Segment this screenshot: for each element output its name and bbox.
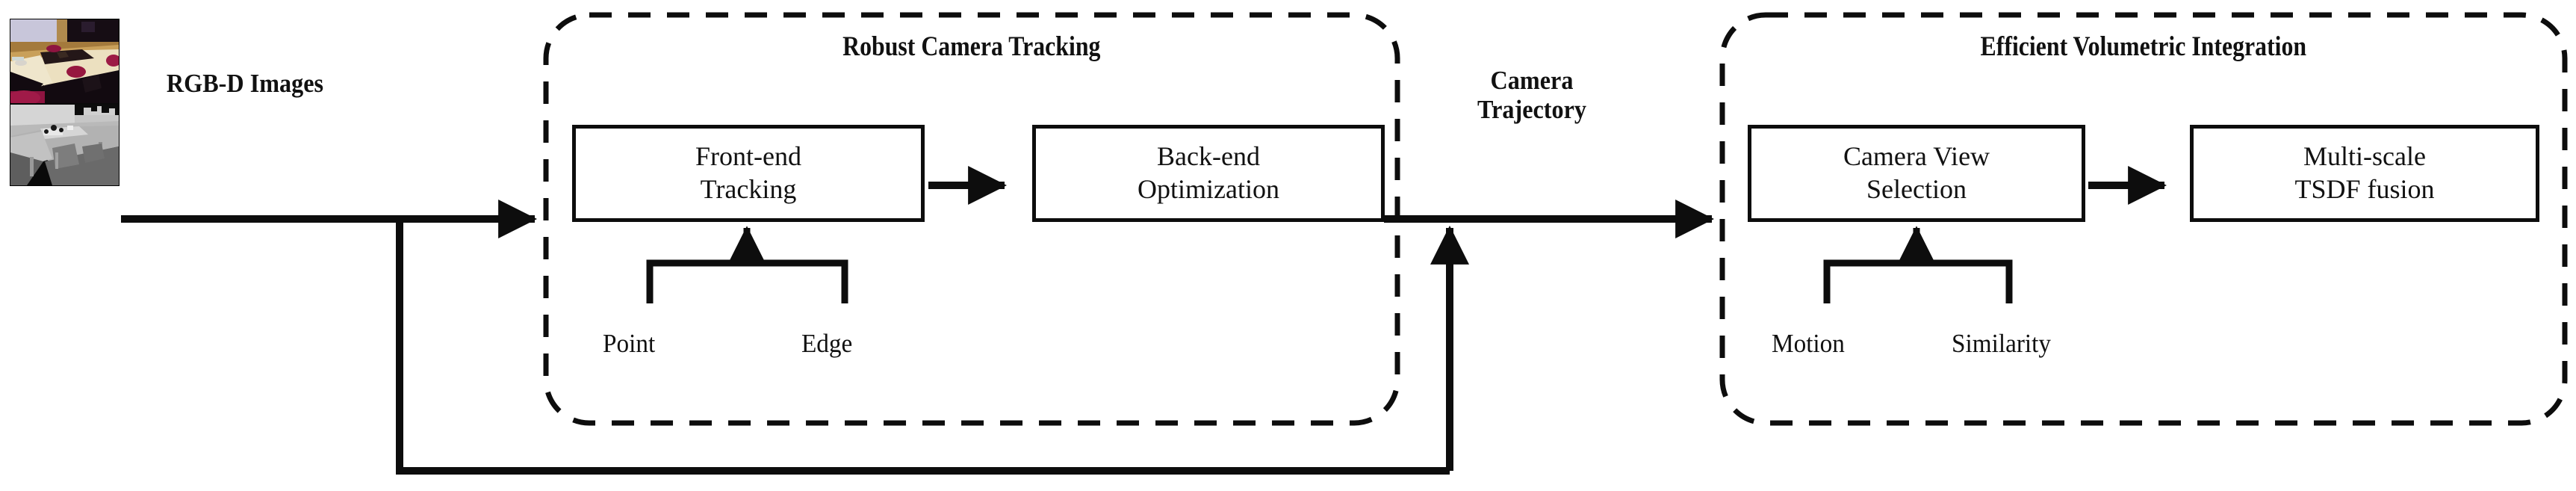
- box-line-1: Front-end: [695, 141, 801, 172]
- box-camera-view-selection-label: Camera View Selection: [1751, 129, 2082, 218]
- leaf-label-motion: Motion: [1772, 329, 1845, 358]
- panel-efficient-volumetric-integration-border: [1719, 12, 2568, 426]
- leaf-label-point: Point: [603, 329, 656, 358]
- box-back-end-optimization[interactable]: Back-end Optimization: [1032, 125, 1385, 222]
- rgbd-input-images: [10, 19, 119, 185]
- depth-grayscale-image: [10, 103, 119, 185]
- box-back-end-optimization-label: Back-end Optimization: [1036, 129, 1381, 218]
- camera-trajectory-line-2: Trajectory: [1477, 95, 1586, 125]
- leaf-label-edge: Edge: [801, 329, 853, 358]
- panel-title-robust-camera-tracking: Robust Camera Tracking: [842, 31, 1101, 62]
- flow-label-rgbd-images: RGB-D Images: [166, 69, 324, 98]
- box-camera-view-selection[interactable]: Camera View Selection: [1748, 125, 2085, 222]
- camera-trajectory-line-1: Camera: [1490, 66, 1574, 95]
- box-line-2: Optimization: [1138, 174, 1279, 204]
- feedback-loop-path: [396, 221, 1450, 475]
- box-front-end-tracking-label: Front-end Tracking: [576, 129, 921, 218]
- bracket-motion-similarity: [1823, 259, 2013, 303]
- box-line-2: TSDF fusion: [2294, 174, 2435, 204]
- box-multi-scale-tsdf-fusion-label: Multi-scale TSDF fusion: [2194, 129, 2536, 218]
- box-line-1: Multi-scale: [2303, 141, 2426, 172]
- flow-label-camera-trajectory: Camera Trajectory: [1409, 66, 1655, 124]
- leaf-label-similarity: Similarity: [1952, 329, 2051, 358]
- bracket-point-edge: [646, 259, 848, 303]
- rgb-color-image: [10, 19, 119, 103]
- box-front-end-tracking[interactable]: Front-end Tracking: [572, 125, 925, 222]
- box-line-2: Selection: [1866, 174, 1967, 204]
- panel-title-efficient-volumetric-integration: Efficient Volumetric Integration: [1980, 31, 2307, 62]
- box-line-1: Camera View: [1843, 141, 1990, 172]
- box-multi-scale-tsdf-fusion[interactable]: Multi-scale TSDF fusion: [2190, 125, 2539, 222]
- box-line-1: Back-end: [1157, 141, 1260, 172]
- box-line-2: Tracking: [700, 174, 797, 204]
